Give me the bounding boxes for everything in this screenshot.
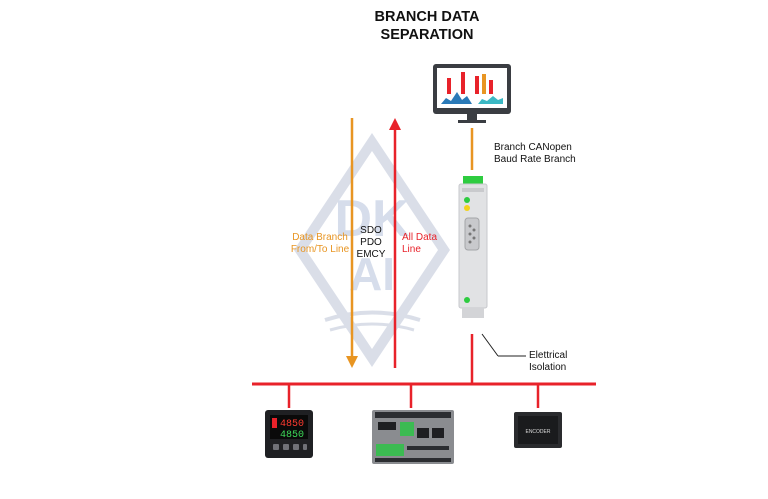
- red-flow-label-line-1: All Data: [402, 232, 438, 243]
- orange-down-arrow: [346, 118, 358, 368]
- status-led-yellow: [464, 205, 470, 211]
- isolation-label: Elettrical Isolation: [529, 350, 589, 374]
- power-led: [464, 297, 470, 303]
- gateway-module: [458, 176, 488, 318]
- db9-connector: [464, 217, 480, 251]
- dkai-watermark-logo: DK AI: [293, 132, 451, 368]
- encoder-label: ENCODER: [525, 429, 550, 435]
- message-types-label: SDO PDO EMCY: [354, 225, 388, 261]
- diagram-title: BRANCH DATA SEPARATION: [43, 8, 768, 44]
- red-flow-label-line-2: Line: [402, 244, 421, 255]
- encoder-icon: ENCODER: [514, 412, 562, 448]
- isolation-label-line-1: Elettrical: [529, 350, 568, 361]
- title-line-2: SEPARATION: [380, 27, 474, 43]
- status-led-green: [464, 197, 470, 203]
- temperature-controller-icon: 4850 4850: [265, 410, 313, 458]
- plc-module-icon: [372, 410, 454, 464]
- svg-text:DK: DK: [334, 190, 410, 248]
- controller-display-top: 4850: [280, 419, 304, 430]
- monitor-icon: [433, 64, 511, 123]
- orange-flow-label-line-1: Data Branch: [292, 232, 348, 243]
- isolation-label-line-2: Isolation: [529, 362, 567, 373]
- message-type-pdo: PDO: [360, 237, 382, 248]
- isolation-pointer: [481, 333, 499, 357]
- branch-settings-line-2: Baud Rate Branch: [494, 154, 576, 165]
- orange-flow-label-line-2: From/To Line: [290, 244, 350, 255]
- orange-flow-label: Data Branch From/To Line: [288, 232, 352, 256]
- red-flow-label: All Data Line: [402, 232, 462, 256]
- message-type-emcy: EMCY: [356, 249, 386, 260]
- svg-text:AI: AI: [349, 248, 395, 300]
- branch-settings-label: Branch CANopen Baud Rate Branch: [494, 142, 584, 166]
- title-line-1: BRANCH DATA: [374, 9, 480, 25]
- red-up-arrow: [389, 118, 401, 368]
- controller-display-bottom: 4850: [280, 430, 304, 441]
- branch-settings-line-1: Branch CANopen: [494, 142, 572, 153]
- message-type-sdo: SDO: [360, 225, 382, 236]
